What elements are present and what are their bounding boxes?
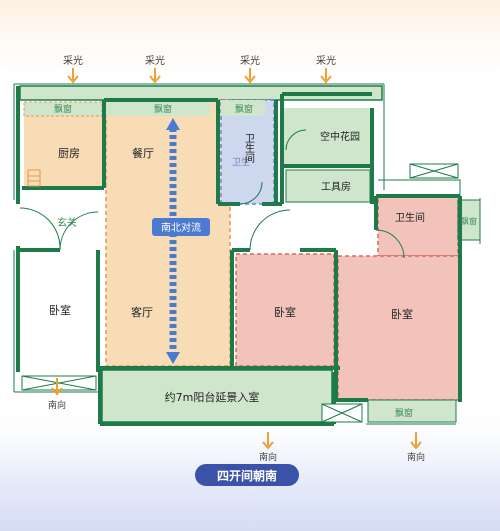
bathroom-bay-window bbox=[221, 100, 265, 116]
dining-bay-window-label: 飘窗 bbox=[154, 103, 172, 115]
bedroom-left-label: 卧室 bbox=[49, 303, 71, 317]
tool-room-label: 工具房 bbox=[321, 180, 351, 193]
bathroom-left-room bbox=[220, 99, 275, 205]
window-frames bbox=[21, 163, 459, 423]
bedroom-middle bbox=[235, 253, 335, 367]
bedroom-left bbox=[22, 250, 98, 370]
slogan-text: 四开间朝南 bbox=[217, 468, 277, 483]
light-label-4: 采光 bbox=[316, 54, 336, 67]
balcony-label: 约7m阳台延景入室 bbox=[165, 390, 260, 404]
thin-walls bbox=[13, 83, 481, 425]
dining-bay-window bbox=[106, 100, 210, 116]
bathroom-right-room bbox=[377, 195, 459, 257]
room-labels: 飘窗 飘窗 飘窗 厨房 餐厅 卫生 卫生间 空中花园 工具房 卫生间 飘窗 玄关… bbox=[49, 103, 477, 419]
living-label: 客厅 bbox=[131, 305, 153, 319]
south-arrow-3 bbox=[410, 432, 422, 450]
entrance-label: 玄关 bbox=[57, 216, 77, 229]
right-bay-window-label: 飘窗 bbox=[461, 216, 477, 226]
bathroom-left-watermark: 卫生 bbox=[232, 156, 250, 168]
bathroom-bay-window-label: 飘窗 bbox=[235, 103, 253, 115]
kitchen-counter bbox=[27, 169, 41, 187]
light-label-2: 采光 bbox=[145, 54, 165, 67]
bottom-bay-window-label: 飘窗 bbox=[395, 407, 413, 419]
light-arrow-3 bbox=[244, 68, 256, 84]
kitchen-label: 厨房 bbox=[58, 147, 80, 160]
door-swings bbox=[19, 129, 405, 259]
bathroom-left-label: 卫生间 bbox=[243, 133, 255, 164]
south-arrow-2 bbox=[262, 432, 274, 450]
bedroom-middle-label: 卧室 bbox=[274, 305, 296, 319]
convection-arrow: 南北对流 bbox=[152, 118, 210, 364]
light-arrow-4 bbox=[320, 68, 332, 84]
south-arrow-1 bbox=[51, 378, 63, 396]
slogan-badge: 四开间朝南 bbox=[195, 464, 299, 486]
sky-garden-room bbox=[284, 108, 372, 166]
south-label-1: 南向 bbox=[48, 399, 66, 411]
convection-label: 南北对流 bbox=[161, 221, 201, 234]
walls bbox=[16, 86, 462, 426]
south-label-3: 南向 bbox=[407, 451, 425, 463]
top-glow bbox=[0, 0, 500, 100]
light-arrow-2 bbox=[149, 68, 161, 84]
top-light-indicators: 采光 采光 采光 采光 bbox=[63, 54, 336, 84]
south-label-2: 南向 bbox=[259, 451, 277, 463]
south-indicators: 南向 南向 南向 bbox=[48, 378, 425, 463]
bathroom-right-label: 卫生间 bbox=[395, 211, 425, 224]
bedroom-right-label: 卧室 bbox=[391, 307, 413, 321]
bedroom-right bbox=[337, 255, 461, 401]
dining-label: 餐厅 bbox=[132, 146, 154, 160]
sky-garden-label: 空中花园 bbox=[320, 130, 360, 143]
balcony bbox=[101, 369, 333, 423]
light-label-1: 采光 bbox=[63, 54, 83, 67]
light-label-3: 采光 bbox=[240, 54, 260, 67]
light-arrow-1 bbox=[67, 68, 79, 84]
kitchen-bay-window-label: 飘窗 bbox=[54, 103, 72, 115]
